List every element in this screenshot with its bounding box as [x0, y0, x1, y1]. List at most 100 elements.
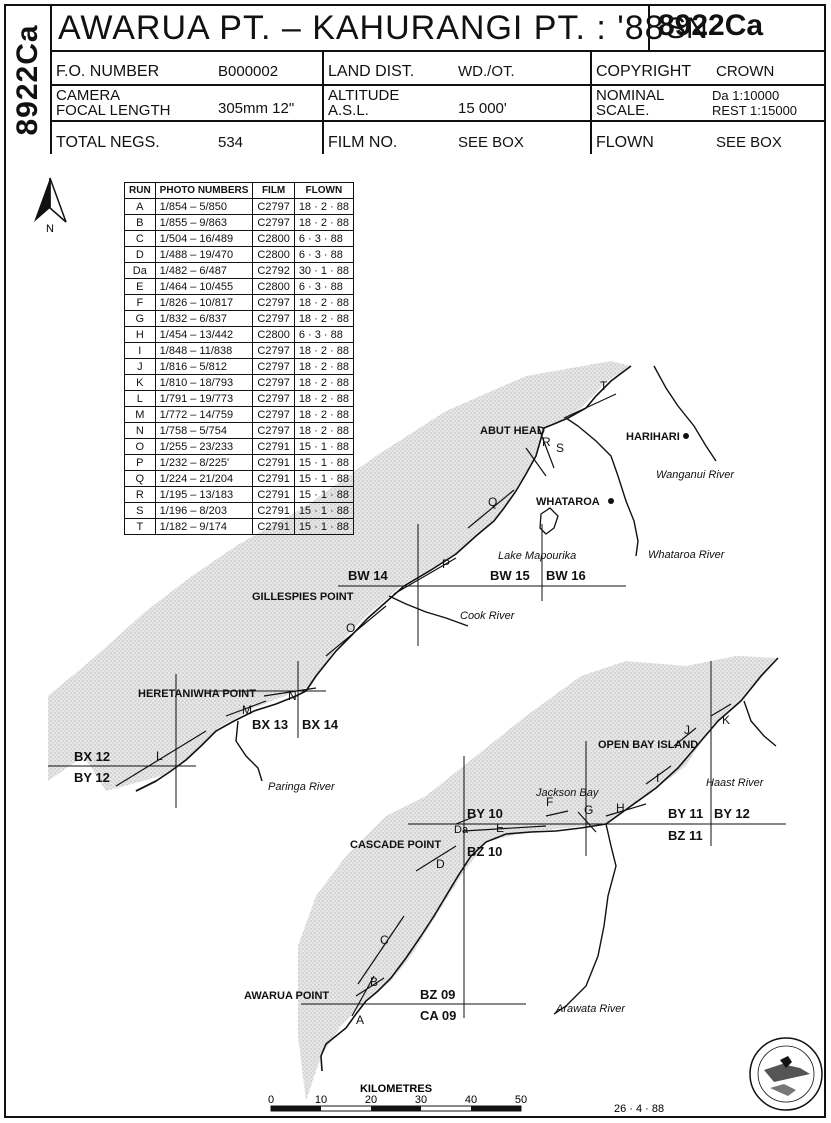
label-paringa-river: Paringa River [268, 781, 336, 793]
flight-runs [115, 393, 732, 1017]
compile-date: 26 · 4 · 88 [614, 1103, 664, 1115]
divider [322, 50, 324, 154]
table-cell: P [124, 454, 156, 471]
table-cell: 1/810 – 18/793 [154, 374, 254, 391]
grid-label-bx13: BX 13 [252, 717, 288, 732]
table-cell: 1/255 – 23/233 [154, 438, 254, 455]
table-cell: C2800 [252, 246, 295, 263]
table-cell: C2791 [252, 438, 295, 455]
north-arrow-icon: N [34, 177, 67, 235]
run-label-n: N [288, 689, 297, 703]
total-negs-value: 534 [218, 134, 244, 151]
table-cell: H [124, 326, 156, 343]
label-gillespies-point: GILLESPIES POINT [252, 591, 354, 603]
table-cell: 1/196 – 8/203 [154, 502, 254, 519]
table-cell: 1/848 – 11/838 [154, 342, 254, 359]
table-cell: 1/854 – 5/850 [154, 198, 254, 215]
table-cell: C2800 [252, 326, 295, 343]
table-cell: A [124, 198, 156, 215]
table-cell: 18 · 2 · 88 [293, 406, 354, 423]
table-cell: 6 · 3 · 88 [293, 326, 354, 343]
table-cell: C2797 [252, 390, 295, 407]
table-cell: C2791 [252, 470, 295, 487]
table-cell: C2791 [252, 486, 295, 503]
land-shading-south [298, 656, 778, 1101]
sn-box: SN 8922Ca [648, 6, 826, 50]
label-wanganui-river: Wanganui River [656, 469, 735, 481]
table-cell: K [124, 374, 156, 391]
film-no-value: SEE BOX [458, 134, 524, 151]
run-label-q: Q [488, 495, 497, 509]
table-cell: G [124, 310, 156, 327]
fo-number-value: B000002 [218, 63, 279, 80]
nominal-label: NOMINAL [596, 87, 665, 104]
scale-tick-label: 50 [515, 1094, 527, 1106]
table-cell: 30 · 1 · 88 [293, 262, 354, 279]
map-area: N [6, 156, 824, 1116]
table-cell: C2800 [252, 230, 295, 247]
grid-label-bz10: BZ 10 [467, 844, 502, 859]
table-cell: C2792 [252, 262, 295, 279]
table-cell: O [124, 438, 156, 455]
table-cell: 6 · 3 · 88 [293, 230, 354, 247]
column-header: RUN [124, 182, 156, 199]
table-cell: 15 · 1 · 88 [293, 470, 354, 487]
table-cell: 1/454 – 13/442 [154, 326, 254, 343]
flown-label: FLOWN [596, 134, 654, 151]
table-cell: C2791 [252, 518, 295, 535]
table-cell: 18 · 2 · 88 [293, 358, 354, 375]
table-cell: C [124, 230, 156, 247]
title-row: AWARUA PT. – KAHURANGI PT. : '88 SN 8922… [50, 6, 824, 52]
scale-bar: KILOMETRES 0 10 20 30 40 50 [268, 1083, 527, 1112]
table-cell: C2797 [252, 342, 295, 359]
town-marker [683, 433, 689, 439]
table-cell: 15 · 1 · 88 [293, 502, 354, 519]
table-cell: J [124, 358, 156, 375]
label-heretaniwha-point: HERETANIWHA POINT [138, 688, 256, 700]
label-abut-head: ABUT HEAD [480, 425, 545, 437]
grid-label-bz11: BZ 11 [668, 828, 703, 843]
run-label-c: C [380, 933, 389, 947]
run-label-l: L [156, 749, 163, 763]
table-cell: 15 · 1 · 88 [293, 486, 354, 503]
run-label-p: P [442, 557, 450, 571]
label-whataroa-river: Whataroa River [648, 549, 726, 561]
land-shading-north [48, 361, 631, 791]
table-cell: C2797 [252, 214, 295, 231]
table-cell: 18 · 2 · 88 [293, 294, 354, 311]
table-cell: B [124, 214, 156, 231]
run-label-k: K [722, 713, 730, 727]
table-cell: 1/224 – 21/204 [154, 470, 254, 487]
label-cook-river: Cook River [460, 610, 516, 622]
scale-tick-label: 40 [465, 1094, 477, 1106]
grid-label-bw14: BW 14 [348, 568, 389, 583]
run-label-i: I [656, 771, 659, 785]
asl-label: A.S.L. [328, 102, 369, 119]
north-label: N [46, 223, 54, 235]
scale-tick-label: 20 [365, 1094, 377, 1106]
label-haast-river: Haast River [706, 777, 765, 789]
grid-label-bx14: BX 14 [302, 717, 339, 732]
table-cell: 18 · 2 · 88 [293, 198, 354, 215]
divider [590, 50, 592, 154]
table-cell: C2797 [252, 374, 295, 391]
table-cell: C2791 [252, 502, 295, 519]
scale-tick-label: 10 [315, 1094, 327, 1106]
run-label-t: T [600, 379, 608, 393]
table-cell: T [124, 518, 156, 535]
table-cell: E [124, 278, 156, 295]
